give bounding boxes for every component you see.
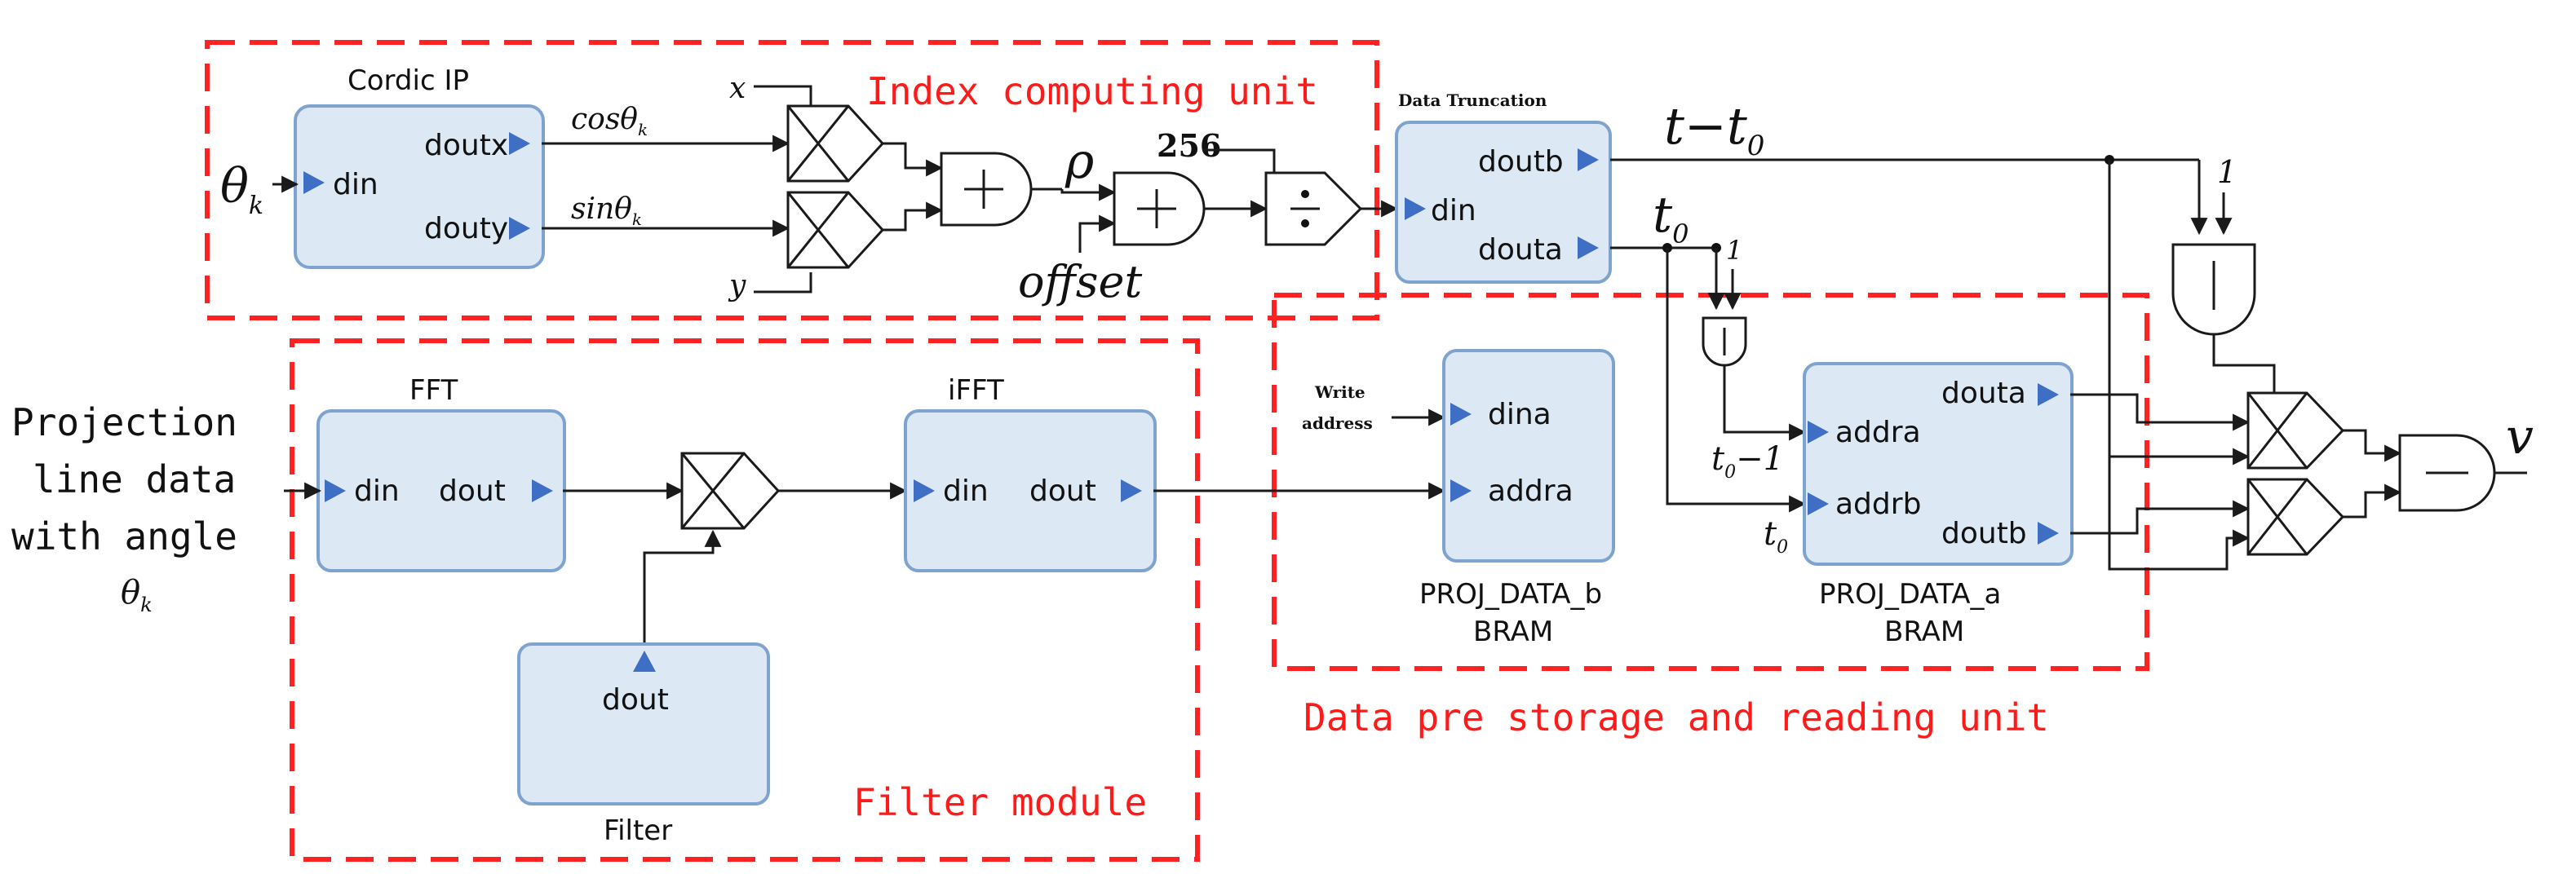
port-arrow-icon [2038,383,2059,406]
port-arrow-icon [325,479,346,502]
input-line-1: Projection [11,400,237,444]
port-arrow-icon [1405,197,1426,220]
fft-title: FFT [409,374,458,407]
x-label: x [729,72,746,105]
trunc-title: Data Truncation [1398,90,1547,110]
cos-label: cosθk [571,103,648,139]
proj-data-b-block [1442,349,1615,563]
const-256-label: 256 [1157,127,1221,164]
write-address-1: Write [1314,382,1365,402]
multiplier-icon [2246,391,2345,470]
one-label-a: 1 [1726,235,1742,266]
t0-bottom-label: t0 [1764,515,1788,558]
subtractor-icon [2398,434,2496,512]
input-line-3: with angle [11,514,237,558]
t0-minus-1-label: t0−1 [1711,440,1784,483]
port-arrow-icon [1578,236,1599,259]
fft-din-label: din [354,474,400,508]
filter-block [517,642,770,806]
projb-dina-label: dina [1488,398,1551,431]
port-arrow-icon [509,217,530,240]
port-arrow-icon [2038,522,2059,545]
port-arrow-icon [1450,479,1472,502]
proja-type: BRAM [1884,616,1964,648]
trunc-douta-label: douta [1478,233,1563,267]
ifft-title: iFFT [948,374,1004,407]
y-label: y [728,269,746,302]
proja-doutb-label: doutb [1941,517,2027,550]
subtractor-icon [1702,316,1747,367]
trunc-din-label: din [1431,194,1476,227]
sin-label: sinθk [571,192,642,229]
ifft-din-label: din [943,474,989,508]
proja-name: PROJ_DATA_a [1819,578,2001,611]
cordic-doutx-label: doutx [424,129,508,162]
storage-region-label: Data pre storage and reading unit [1303,695,2049,739]
one-label-b: 1 [2217,154,2237,190]
t-minus-t0-label: t−t0 [1664,96,1764,162]
port-arrow-icon [1450,403,1472,426]
trunc-doutb-label: doutb [1478,145,1564,179]
cordic-din-label: din [333,168,378,201]
proja-addrb-label: addrb [1835,488,1921,521]
multiplier-icon [786,191,885,269]
input-line-4: θk [121,574,153,616]
theta-k-label: θk [220,158,263,220]
filter-module-region [290,338,1200,862]
filter-title: Filter [604,814,672,847]
port-arrow-icon [1578,148,1599,171]
port-arrow-icon [1121,479,1142,502]
subtractor-icon [2171,243,2256,336]
multiplier-icon [2246,478,2345,556]
ifft-dout-label: dout [1029,474,1096,508]
index-region-label: Index computing unit [866,69,1318,113]
proj-data-a-block [1803,362,2074,566]
cordic-douty-label: douty [424,212,508,245]
port-arrow-icon [633,651,656,672]
multiplier-icon [786,104,885,183]
write-address-2: address [1302,413,1373,433]
data-truncation-block [1395,121,1612,284]
proja-addra-label: addra [1835,416,1921,449]
projb-name: PROJ_DATA_b [1419,578,1602,611]
port-arrow-icon [532,479,553,502]
projb-addra-label: addra [1488,474,1573,508]
proja-douta-label: douta [1941,377,2026,410]
fft-dout-label: dout [439,474,506,508]
filter-region-label: Filter module [853,780,1147,824]
adder-icon [940,152,1033,227]
offset-label: offset [1018,256,1142,307]
projb-type: BRAM [1473,616,1553,648]
divider-icon [1264,171,1363,246]
multiplier-icon [680,452,781,530]
adder-icon [1113,171,1206,246]
port-arrow-icon [1808,421,1829,444]
filter-dout-label: dout [602,683,669,717]
input-line-2: line data [33,457,236,501]
port-arrow-icon [509,132,530,155]
rho-label: ρ [1064,133,1094,190]
cordic-title: Cordic IP [347,64,469,97]
v-output-label: v [2506,408,2534,466]
port-arrow-icon [914,479,935,502]
t0-label: t0 [1653,187,1689,249]
port-arrow-icon [1808,492,1829,515]
port-arrow-icon [303,171,325,194]
